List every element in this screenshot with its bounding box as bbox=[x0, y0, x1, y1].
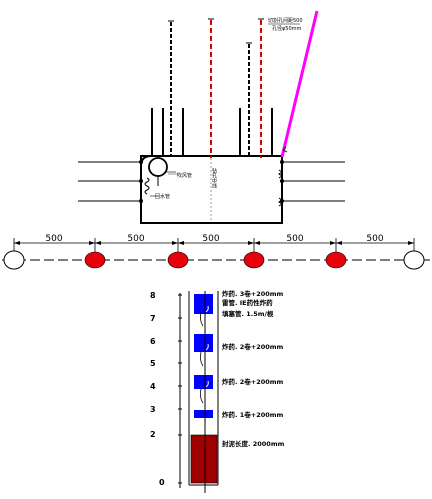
block-outline bbox=[140, 155, 283, 224]
axis-tick-5: 5 bbox=[150, 359, 156, 368]
axis-tick-7: 7 bbox=[150, 314, 156, 323]
note-charge-1: 炸药. 1卷+200mm bbox=[222, 410, 284, 419]
gas-pipe-label: 吹风管 bbox=[177, 172, 192, 179]
hole-end-left bbox=[3, 250, 25, 270]
note-stemming-tube: 填塞管. 1.5m/根 bbox=[222, 309, 274, 318]
axis-tick-0: 0 bbox=[159, 478, 165, 487]
note-detonator: 雷管. IE药性炸药 bbox=[222, 298, 273, 307]
charge-segment-3 bbox=[194, 375, 213, 389]
charge-segment-4 bbox=[194, 410, 213, 418]
note-charge-2a: 炸药. 2卷+200mm bbox=[222, 342, 284, 351]
annotation-line1: 切割孔间距500 bbox=[268, 17, 303, 24]
section-view bbox=[78, 10, 345, 224]
spacing-label-5: 500 bbox=[366, 234, 383, 244]
center-note: 钻孔中线 bbox=[211, 167, 217, 188]
spacing-label-3: 500 bbox=[202, 234, 219, 244]
spacing-label-1: 500 bbox=[45, 234, 62, 244]
spacing-label-4: 500 bbox=[286, 234, 303, 244]
stemming-segment bbox=[190, 434, 218, 484]
charge-segment-2 bbox=[194, 334, 213, 352]
note-charge-2b: 炸药. 2卷+200mm bbox=[222, 377, 284, 386]
coil-symbol bbox=[144, 177, 150, 195]
hole-charged-3 bbox=[243, 251, 265, 269]
axis-tick-8: 8 bbox=[150, 291, 156, 300]
hole-charged-1 bbox=[84, 251, 106, 269]
inclined-pipe bbox=[280, 10, 319, 158]
charge-column bbox=[178, 291, 219, 493]
note-stem-length: 封泥长度. 2000mm bbox=[222, 439, 285, 448]
hole-spacing-row bbox=[2, 238, 430, 270]
hole-end-right bbox=[403, 250, 425, 270]
annotation-line2: 孔径φ50mm bbox=[272, 25, 302, 32]
note-charge-3: 炸药. 3卷+200mm bbox=[222, 289, 284, 298]
hole-charged-2 bbox=[167, 251, 189, 269]
axis-tick-6: 6 bbox=[150, 337, 156, 346]
hole-charged-4 bbox=[325, 251, 347, 269]
gas-pipe-circle bbox=[148, 157, 168, 177]
axis-tick-2: 2 bbox=[150, 430, 156, 439]
axis-tick-3: 3 bbox=[150, 405, 156, 414]
water-pipe-label: 回水管 bbox=[155, 193, 170, 200]
charge-segment-1 bbox=[194, 294, 213, 314]
axis-tick-4: 4 bbox=[150, 382, 156, 391]
spacing-label-2: 500 bbox=[127, 234, 144, 244]
